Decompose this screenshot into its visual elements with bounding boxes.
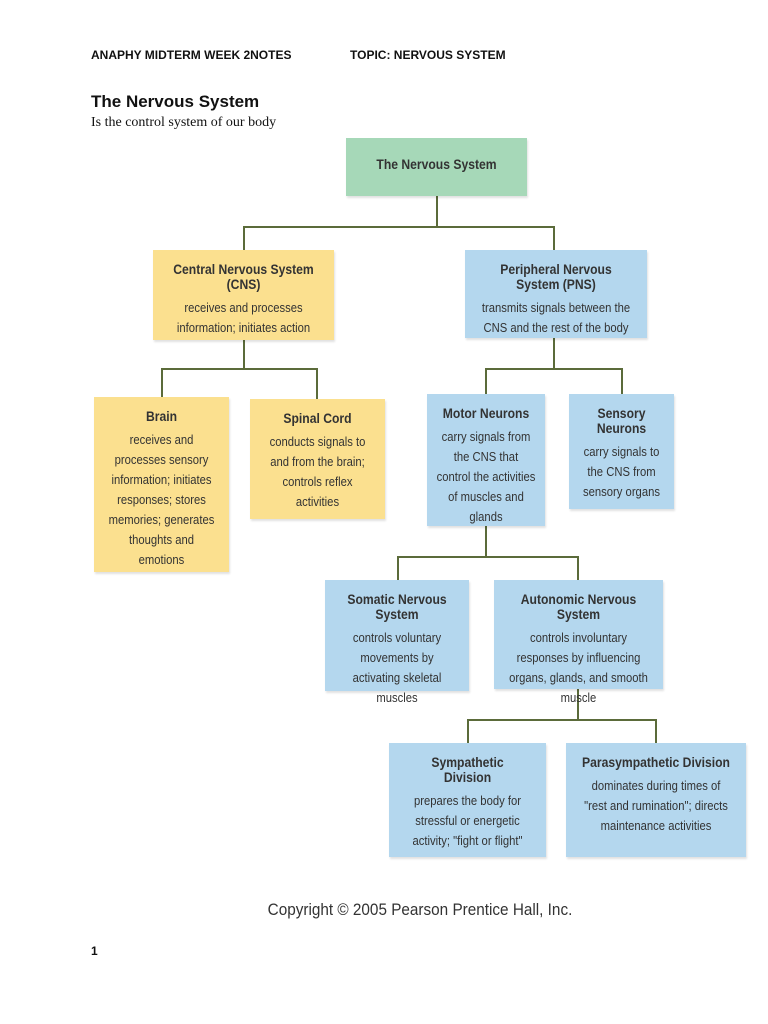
connector-autonomic-drop (577, 556, 579, 580)
document-title: The Nervous System (91, 92, 260, 111)
parasympathetic-title: Parasympathetic Division (582, 755, 730, 770)
header-left: ANAPHY MIDTERM WEEK 2NOTES (91, 48, 292, 62)
autonomic-title: Autonomic Nervous System (520, 592, 637, 622)
connector-sensory-drop (621, 368, 623, 394)
parasympathetic-description: dominates during times of "rest and rumi… (584, 779, 728, 833)
connector-cns-bar (161, 368, 318, 370)
connector-spinal-drop (316, 368, 318, 399)
box-sympathetic-division: Sympathetic Division prepares the body f… (389, 743, 546, 857)
connector-level1-bar (243, 226, 555, 228)
page-number: 1 (91, 944, 98, 958)
box-brain: Brain receives and processes sensory inf… (94, 397, 229, 572)
connector-pns-drop (553, 226, 555, 250)
connector-parasympathetic-drop (655, 719, 657, 743)
header-right: TOPIC: NERVOUS SYSTEM (350, 48, 506, 62)
pns-description: transmits signals between the CNS and th… (481, 301, 631, 335)
box-somatic-nervous-system: Somatic Nervous System controls voluntar… (325, 580, 469, 705)
somatic-description: controls voluntary movements by activati… (352, 631, 442, 705)
connector-cns-drop (243, 226, 245, 250)
box-parasympathetic-division: Parasympathetic Division dominates durin… (566, 743, 746, 857)
sympathetic-description: prepares the body for stressful or energ… (412, 794, 523, 848)
document-subtitle: Is the control system of our body (91, 115, 277, 130)
connector-somatic-drop (397, 556, 399, 580)
box-spinal-cord: Spinal Cord conducts signals to and from… (250, 399, 385, 519)
connector-pns-bar (485, 368, 623, 370)
spinal-cord-title: Spinal Cord (283, 411, 352, 426)
cns-title: Central Nervous System (CNS) (173, 262, 314, 292)
box-sensory-neurons: Sensory Neurons carry signals to the CNS… (569, 394, 674, 509)
connector-autonomic-bar (467, 719, 657, 721)
box-autonomic-nervous-system: Autonomic Nervous System controls involu… (494, 580, 663, 705)
connector-autonomic-stem (577, 689, 579, 721)
spinal-cord-description: conducts signals to and from the brain; … (269, 435, 366, 509)
box-nervous-system-title: The Nervous System (376, 157, 497, 172)
autonomic-description: controls involuntary responses by influe… (509, 631, 648, 705)
box-motor-neurons: Motor Neurons carry signals from the CNS… (427, 394, 545, 526)
motor-neurons-description: carry signals from the CNS that control … (436, 430, 536, 524)
cns-description: receives and processes information; init… (176, 301, 311, 335)
connector-motor-drop (485, 368, 487, 394)
pns-title: Peripheral Nervous System (PNS) (500, 262, 612, 292)
sensory-neurons-title: Sensory Neurons (596, 406, 647, 436)
box-nervous-system: The Nervous System (346, 138, 527, 196)
connector-motor-bar (397, 556, 579, 558)
motor-neurons-title: Motor Neurons (442, 406, 530, 421)
box-central-nervous-system: Central Nervous System (CNS) receives an… (153, 250, 334, 340)
connector-brain-drop (161, 368, 163, 397)
connector-motor-stem (485, 526, 487, 558)
connector-cns-stem (243, 340, 245, 370)
copyright-notice: Copyright © 2005 Pearson Prentice Hall, … (267, 900, 573, 919)
connector-sympathetic-drop (467, 719, 469, 743)
connector-pns-stem (553, 338, 555, 370)
sympathetic-title: Sympathetic Division (431, 755, 504, 785)
connector-root-stem (436, 196, 438, 228)
sensory-neurons-description: carry signals to the CNS from sensory or… (583, 445, 660, 499)
brain-title: Brain (145, 409, 178, 424)
brain-description: receives and processes sensory informati… (108, 433, 215, 567)
somatic-title: Somatic Nervous System (347, 592, 447, 622)
box-peripheral-nervous-system: Peripheral Nervous System (PNS) transmit… (465, 250, 647, 338)
